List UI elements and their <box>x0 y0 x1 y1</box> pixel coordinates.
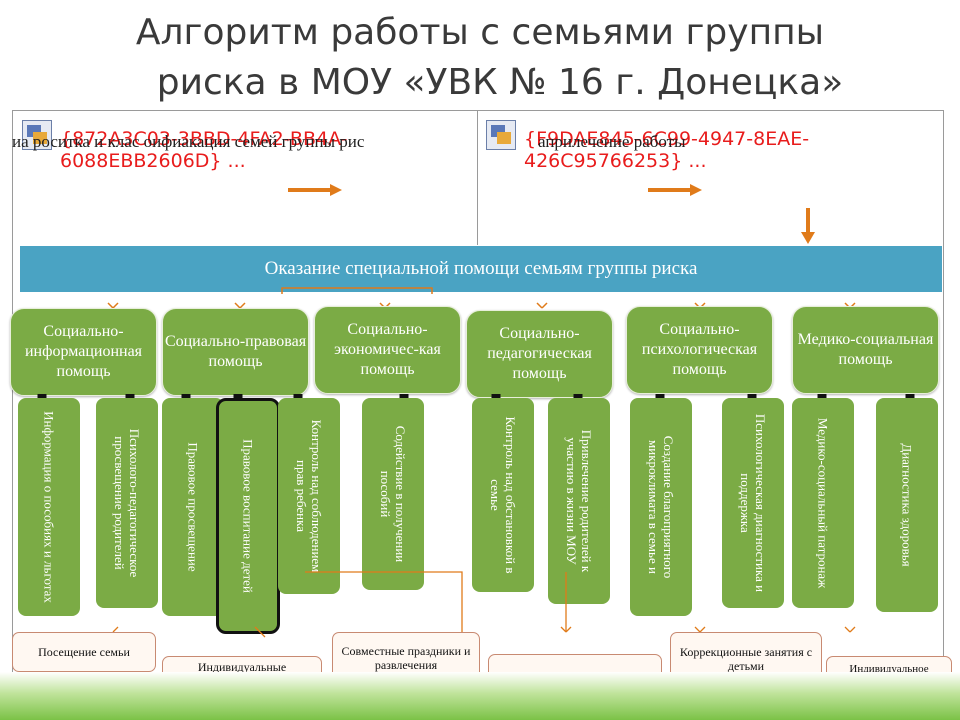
broken-image-text-left: иа роситка и клас оифиакация семей групп… <box>12 128 365 172</box>
sub-item-info-benefits: Информация о пособиях и льготах <box>18 398 80 616</box>
main-banner: Оказание специальной помощи семьям групп… <box>20 246 942 292</box>
category-medical-social: Медико-социальная помощь <box>792 306 939 394</box>
category-social-economic: Социально-экономичес-кая помощь <box>314 306 461 394</box>
slide-title: Алгоритм работы с семьями группы риска в… <box>0 8 960 108</box>
grass-decoration <box>0 672 960 720</box>
arrow-right-icon <box>648 184 702 196</box>
overlap-text-right: априлечение работы <box>538 132 686 151</box>
category-social-psychological: Социально-психологическая помощь <box>626 306 773 394</box>
title-line-2: риска в МОУ «УВК № 16 г. Донецка» <box>156 62 844 103</box>
sub-item-health-diagnostics: Диагностика здоровья <box>876 398 938 612</box>
arrow-down-icon <box>801 208 815 244</box>
sub-item-psych-ped-education: Психолого-педагогическое просвещение род… <box>96 398 158 608</box>
overlap-text-left: иа роситка и клас оифиакация семей групп… <box>12 132 365 151</box>
sub-item-medical-patronage: Медико-социальный патронаж <box>792 398 854 608</box>
category-social-legal: Социально-правовая помощь <box>162 308 309 396</box>
activity-family-visit: Посещение семьи <box>12 632 156 672</box>
sub-item-rights-control: Контроль над соблюдением прав ребенка <box>278 398 340 594</box>
broken-image-icon <box>22 120 52 150</box>
category-social-pedagogical: Социально-педагогическая помощь <box>466 310 613 398</box>
sub-item-parent-involvement: Привлечение родителей к участию в жизни … <box>548 398 610 604</box>
title-line-1: Алгоритм работы с семьями группы <box>135 12 825 53</box>
sub-item-legal-education: Правовое просвещение <box>162 398 224 616</box>
sub-item-benefits-assistance: Содействие в получении пособий <box>362 398 424 590</box>
broken-image-text-right: априлечение работы {F9DAE845-6C99-4947-8… <box>524 128 810 172</box>
sub-item-microclimate: Создание благоприятного микроклимата в с… <box>630 398 692 616</box>
arrow-right-icon <box>288 184 342 196</box>
broken-image-icon <box>486 120 516 150</box>
activity-connectors <box>112 571 856 638</box>
category-social-info: Социально-информационная помощь <box>10 308 157 396</box>
top-divider <box>477 110 478 245</box>
sub-item-psych-diagnostics: Психологическая диагностика и поддержка <box>722 398 784 608</box>
sub-item-legal-upbringing: Правовое воспитание детей <box>216 398 280 634</box>
sub-item-family-control: Контроль над обстановкой в семье <box>472 398 534 592</box>
